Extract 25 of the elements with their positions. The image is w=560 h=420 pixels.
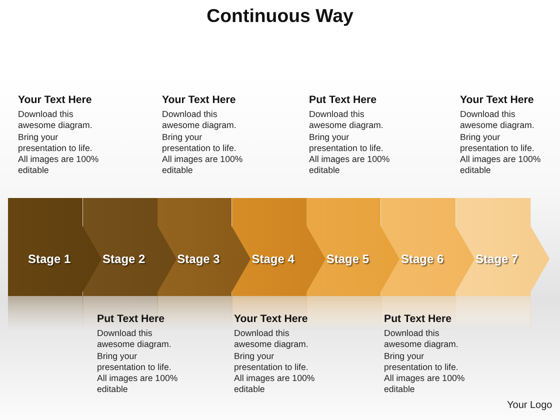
process-step [8,198,102,296]
process-step [456,198,550,296]
stage-label: Stage 2 [102,252,146,266]
text-paragraph: Download this awesome diagram. Bring your presentation to life. All images are 100% editable [97,328,179,396]
text-heading: Your Text Here [234,313,309,325]
text-heading: Put Text Here [97,313,166,325]
text-paragraph: Download this awesome diagram. Bring your presentation to life. All images are 100% editable [18,109,100,177]
text-heading: Put Text Here [384,313,453,325]
text-heading: Your Text Here [162,94,237,106]
text-paragraph: Download this awesome diagram. Bring your presentation to life. All images are 100% editable [384,328,466,396]
stage-label: Stage 6 [400,252,444,266]
stage-label: Stage 7 [476,252,518,266]
stage-label: Stage 4 [252,252,294,266]
title: Continuous Way [206,5,354,26]
text-heading: Put Text Here [309,94,378,106]
stage-label: Stage 3 [177,252,220,266]
text-paragraph: Download this awesome diagram. Bring your presentation to life. All images are 100% editable [162,109,244,177]
text-paragraph: Download this awesome diagram. Bring your presentation to life. All images are 100% editable [309,109,391,177]
text-paragraph: Download this awesome diagram. Bring your presentation to life. All images are 100% editable [234,328,316,396]
stage-label: Stage 1 [28,252,71,266]
stage-label: Stage 5 [326,252,370,266]
text-heading: Your Text Here [460,94,535,106]
footer-text: Your Logo [507,400,552,411]
text-paragraph: Download this awesome diagram. Bring your presentation to life. All images are 100% editable [460,109,542,177]
text-heading: Your Text Here [18,94,93,106]
